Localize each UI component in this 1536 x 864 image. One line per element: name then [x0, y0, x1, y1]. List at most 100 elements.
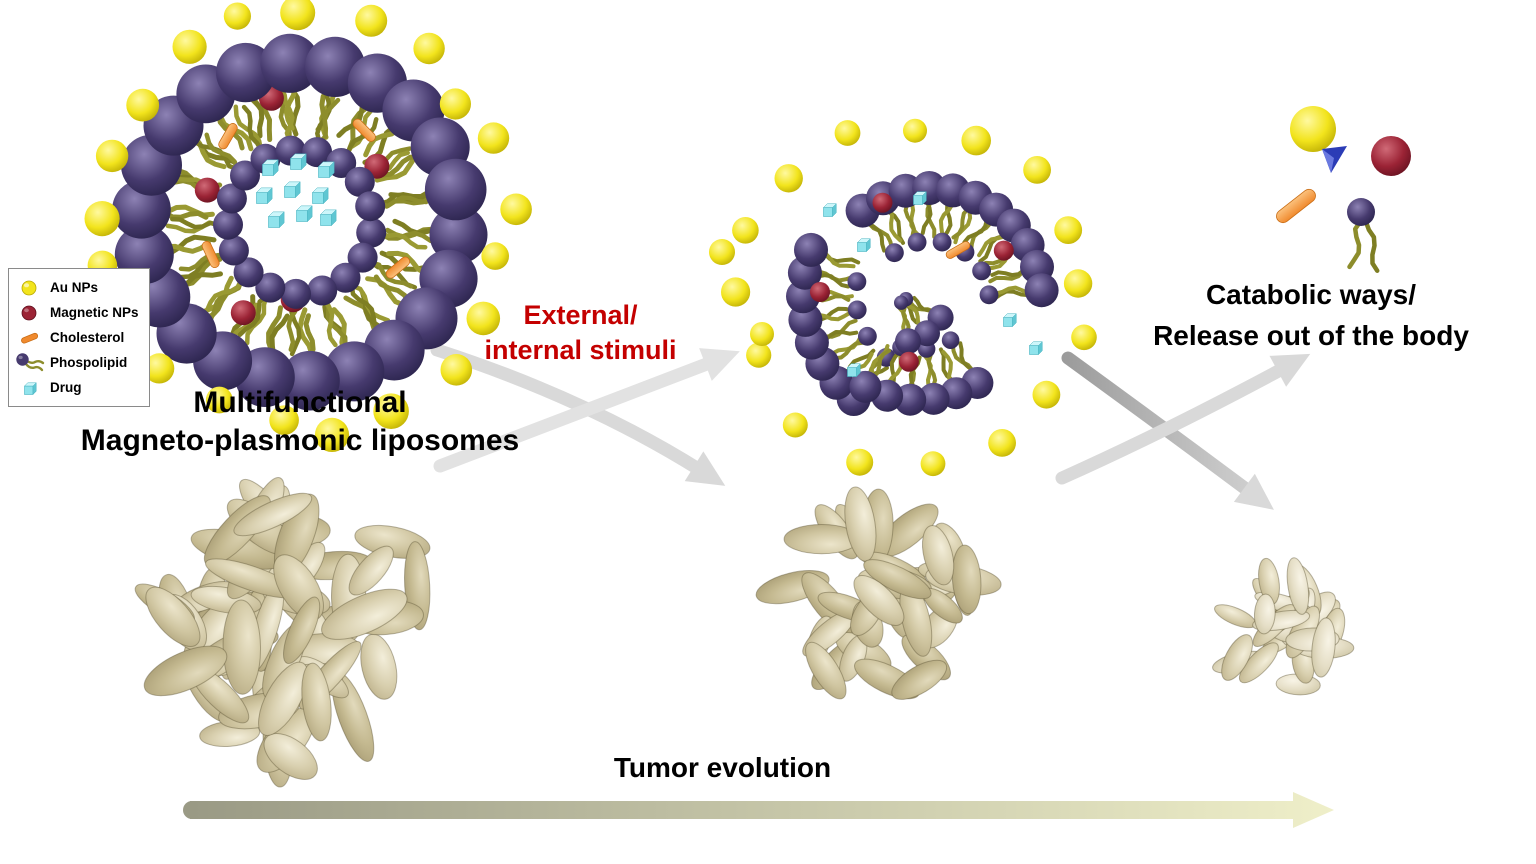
phospholipid-head	[302, 137, 333, 168]
lipid-tail	[282, 92, 295, 143]
phospholipid-head	[218, 235, 249, 266]
phospholipid-head	[1347, 198, 1375, 226]
tumor-cell	[1311, 617, 1336, 678]
phospholipid-head	[885, 243, 904, 263]
tumor-cell	[1253, 593, 1276, 635]
tumor-cell	[145, 586, 201, 647]
phospholipid-head	[324, 341, 385, 402]
au-np	[126, 88, 160, 122]
tumor-large	[134, 477, 431, 788]
drug-cube	[283, 181, 301, 199]
legend-label: Magnetic NPs	[50, 305, 139, 320]
au-np	[903, 118, 927, 143]
liposome-disassembled	[709, 118, 1097, 477]
phospholipid-head	[355, 191, 386, 222]
transition-arrow	[1055, 361, 1291, 485]
cholesterol	[201, 240, 220, 269]
magnetic-np	[194, 177, 220, 203]
cholesterol	[352, 118, 376, 142]
tumor-cell	[951, 544, 982, 615]
au-np	[1032, 380, 1061, 409]
drug-cube	[846, 363, 861, 378]
tumor-evolution-caption: Tumor evolution	[520, 752, 925, 784]
au-np	[750, 322, 774, 346]
lipid-tail	[344, 117, 379, 158]
tumor-cell	[1221, 634, 1254, 681]
transition-arrows	[430, 343, 1311, 510]
released-components	[1276, 106, 1411, 273]
drug-cube	[261, 159, 279, 177]
liposome-caption-line1: Multifunctional	[193, 386, 407, 419]
au-np	[439, 88, 471, 120]
lipid-tail	[241, 104, 264, 153]
au-np	[732, 217, 759, 244]
drug-cube	[856, 238, 871, 253]
drug-cube	[317, 161, 335, 179]
au-np	[1071, 324, 1097, 351]
tumor-cell	[360, 633, 398, 700]
lipid-tail	[1347, 219, 1363, 270]
lipid-tail	[349, 283, 377, 328]
phospholipid-head	[260, 33, 320, 93]
catabolic-caption-line1: Catabolic ways/	[1205, 279, 1417, 310]
transition-arrow	[430, 343, 707, 477]
phospholipid-head	[917, 382, 950, 415]
au-np	[144, 353, 175, 384]
phospholipid-head	[281, 278, 311, 309]
au-np	[95, 139, 129, 173]
liposome-caption-line2: Magneto-plasmonic liposomes	[80, 424, 520, 457]
arrowhead	[1269, 353, 1311, 387]
au-np	[466, 301, 501, 336]
phospholipid-head	[344, 166, 375, 197]
tumor-cell	[283, 596, 321, 665]
magnetic-np	[810, 282, 830, 302]
tumor-evolution-arrow	[190, 792, 1334, 828]
magnetic-np	[230, 300, 256, 326]
au-np	[172, 29, 207, 64]
drug-cube	[255, 187, 273, 205]
au-np	[413, 32, 445, 65]
phospholipid-head	[941, 331, 960, 350]
phospholipid-head	[849, 370, 882, 403]
tumor-cell	[263, 733, 318, 780]
arrowhead	[699, 348, 740, 381]
tumor-cell	[853, 575, 905, 626]
au-np	[988, 429, 1016, 457]
au-np	[269, 405, 299, 436]
lipid-tail	[237, 294, 269, 337]
drug-cube	[1002, 313, 1017, 328]
phospholipid-head	[330, 262, 361, 293]
legend-label: Cholesterol	[50, 330, 125, 345]
lipid-tail	[1363, 219, 1380, 273]
legend-item-magnetic-nps: Magnetic NPs	[14, 300, 139, 325]
magnetic-np	[872, 192, 893, 213]
au-np	[84, 201, 120, 237]
drug-cube	[912, 191, 927, 206]
au-np	[314, 417, 350, 452]
legend-item-cholesterol: Cholesterol	[14, 325, 139, 350]
tumor-cell	[301, 662, 332, 742]
phospholipid-head	[213, 209, 243, 240]
legend-item-au-nps: Au NPs	[14, 275, 139, 300]
stimuli-caption-line2: internal stimuli	[484, 335, 677, 365]
legend-label: Phospolipid	[50, 355, 128, 370]
phospholipid-head	[907, 232, 927, 252]
magnetic-np-icon	[14, 304, 46, 322]
tumor-cell	[321, 588, 408, 640]
tumor-cell	[143, 645, 228, 697]
au-np	[920, 451, 946, 477]
lipid-tail	[317, 97, 341, 145]
lipid-tail	[204, 132, 240, 172]
cholesterol	[1276, 188, 1316, 224]
legend: Au NPs Magnetic NPs Cholesterol	[8, 268, 150, 407]
au-np	[709, 239, 735, 265]
stimuli-caption: External/ internal stimuli	[438, 298, 723, 368]
phospholipid-head	[307, 275, 338, 306]
cholesterol	[385, 256, 411, 279]
transition-arrow	[433, 355, 719, 473]
phospholipid-head	[216, 183, 247, 214]
tumor-cell	[921, 525, 955, 586]
au-np	[746, 342, 772, 368]
tumor-cell	[863, 559, 932, 600]
au-np	[481, 242, 510, 270]
